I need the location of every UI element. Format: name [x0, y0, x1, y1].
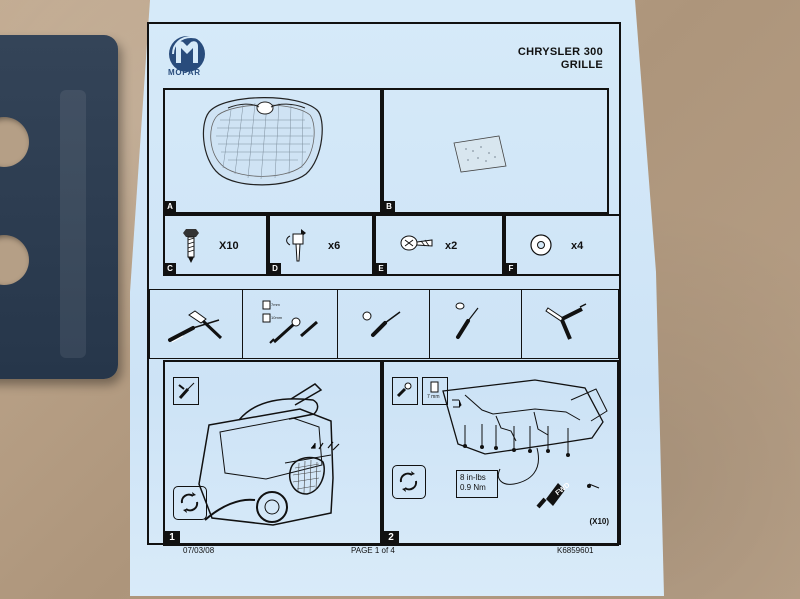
part-e-quantity: x2	[445, 240, 458, 252]
recycle-icon	[399, 471, 418, 492]
step-2-label: 2	[383, 531, 399, 545]
part-title: GRILLE	[560, 59, 603, 71]
footer-part-number: K6859601	[557, 546, 594, 555]
sheet-header: MOPAR CHRYSLER 300 GRILLE	[149, 24, 619, 86]
step-1-label: 1	[164, 531, 180, 545]
part-c-quantity: X10	[219, 240, 239, 252]
step-2-tool-box	[392, 377, 418, 405]
grille-panel: A	[163, 88, 382, 214]
socket-icon	[430, 381, 439, 393]
tool-cell-2: 7mm 10mm	[242, 289, 337, 359]
vehicle-title: CHRYSLER 300	[517, 46, 603, 58]
screwdriver-hammer-icon	[168, 310, 223, 343]
mopar-wordmark: MOPAR	[168, 68, 201, 77]
part-label-c: C	[164, 263, 176, 275]
part-e-box: x2 E	[374, 214, 504, 276]
awl-icon	[455, 302, 479, 339]
rivet-icon	[286, 229, 306, 262]
instruction-paper	[130, 0, 664, 596]
plastic-hole-top	[0, 117, 29, 167]
tool-strip: 7mm 10mm	[149, 289, 619, 359]
part-f-box: x4 F	[504, 214, 621, 276]
part-d-quantity: x6	[328, 240, 341, 252]
underbody-shield-illustration	[442, 379, 608, 509]
part-label-e: E	[375, 263, 387, 275]
step-2-wrench-icon	[396, 382, 412, 398]
screw-icon	[400, 235, 433, 251]
bolt-icon	[183, 229, 199, 263]
recycle-icon	[180, 492, 199, 513]
adhesive-pad-illustration	[453, 135, 507, 173]
tool-cell-4	[429, 289, 521, 359]
socket-size-text: 7 mm	[427, 394, 440, 400]
mopar-logo	[163, 32, 221, 80]
footer-date: 07/03/08	[183, 546, 215, 555]
tool-cell-1	[149, 289, 242, 359]
tool-size-7mm: 7mm	[271, 302, 280, 307]
part-c-box: X10 C	[163, 214, 268, 276]
step-1-screwdriver-icon	[178, 382, 195, 399]
socket-wrench-icon	[262, 300, 318, 344]
torque-nm: 0.9 Nm	[460, 483, 486, 492]
torque-in-lbs: 8 in-lbs	[460, 473, 486, 482]
plastic-hole-bottom	[0, 235, 29, 285]
screwdriver-icon	[362, 311, 401, 337]
car-front-illustration	[198, 383, 340, 526]
mopar-m-icon	[169, 35, 207, 72]
step-2-recycle-box	[392, 465, 426, 499]
panel-label-b: B	[383, 201, 395, 213]
step-1-panel: 1	[163, 360, 382, 546]
part-label-d: D	[269, 263, 281, 275]
instruction-sheet: MOPAR CHRYSLER 300 GRILLE A	[147, 22, 621, 546]
part-label-f: F	[505, 263, 517, 275]
part-d-box: x6 D	[268, 214, 374, 276]
washer-icon	[530, 234, 552, 256]
tool-cell-5	[521, 289, 619, 359]
fastener-count: (X10)	[589, 517, 609, 526]
adhesive-pad-panel: B	[382, 88, 609, 214]
panel-label-a: A	[164, 201, 176, 213]
footer-page-number: PAGE 1 of 4	[351, 546, 395, 555]
tool-cell-3	[337, 289, 429, 359]
step-2-panel: 7 mm 8 in-lbs 0.9 Nm	[382, 360, 619, 546]
torque-spec-box: 8 in-lbs 0.9 Nm	[456, 470, 498, 498]
step-1-tool-box	[173, 377, 199, 405]
black-plastic-piece	[0, 35, 118, 379]
part-f-quantity: x4	[571, 240, 584, 252]
panel-removal-tool-icon	[545, 303, 587, 340]
tool-size-10mm: 10mm	[271, 315, 283, 320]
grille-illustration	[202, 97, 323, 186]
